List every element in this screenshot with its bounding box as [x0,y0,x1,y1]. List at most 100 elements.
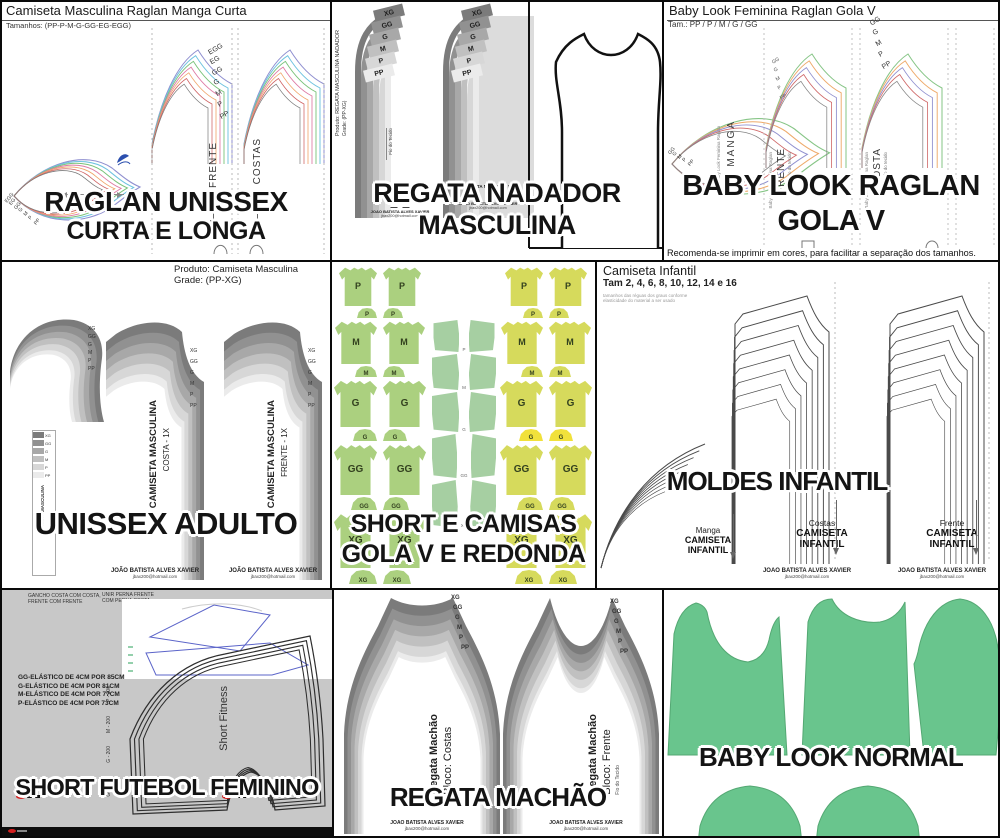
piece-label-costas: Costas CAMISETA INFANTIL [782,518,862,550]
panel-header: Baby Look Feminina Raglan Gola V [669,3,876,18]
panel-header-block: Camiseta Infantil Tam 2, 4, 6, 8, 10, 12… [603,264,737,303]
email: jbax200@hotmail.com [404,826,450,831]
panel-title: REGATA NADADOR [373,178,621,208]
block-label: Bloco: Co [386,189,413,195]
size-label: G [190,370,194,376]
product-info: Produto: REGATA MASCULINA NADADOR Grade:… [335,30,348,136]
sleeve-piece: P [523,308,543,318]
shirt-piece: XG [500,514,543,568]
elastic-spec: G-ELÁSTICO DE 4CM POR 81CM [18,682,120,690]
size-label: P [465,57,473,65]
panel-title: BABY LOOK RAGLAN [682,170,980,202]
sleeve-piece: G [519,429,543,441]
size-label: PP [308,403,315,409]
size-label: XG [308,348,316,354]
sleeve-piece: GG [383,497,409,510]
size-label: G [455,615,460,621]
panel-header: Camiseta Masculina Raglan Manga Curta [6,3,247,18]
author: JOAO BATISTA ALVES XAVIER [370,209,430,214]
size-tick: M - 200 [106,716,112,733]
size-label: XG [88,326,96,332]
size-label: M [45,456,49,462]
size-label: XG [610,599,619,605]
size-label: PP [190,403,197,409]
size-label: P [390,312,395,318]
short-piece [468,354,496,390]
author-block: JOAO BATISTA ALVES XAVIER jbax200@hotmai… [362,820,492,831]
size-label: XG [514,534,529,546]
sleeve-piece: XG [549,570,577,584]
size-label: XG [45,432,51,438]
short-piece [470,480,496,528]
size-label: P [377,57,385,65]
piece-label-manga: Manga CAMISETA INFANTIL [673,526,743,555]
size-label: GG [513,463,530,475]
size-label: M [88,350,93,356]
sleeve-piece: G [383,429,407,441]
shirt-piece: GG [549,445,592,495]
email: jbax200@hotmail.com [381,214,419,218]
shade-swatch [33,472,44,478]
size-label: XG [524,578,534,584]
sleeve-piece: P [357,308,377,318]
sleeve-piece: G [549,429,573,441]
shirt-piece: XG [383,514,426,568]
shirt-piece: XG [549,514,592,568]
sleeve-piece: XG [349,570,377,584]
panel-title: RAGLAN UNISSEX [44,186,288,217]
email: jbax200@hotmail.com [132,574,178,579]
grain-label: Fio do Tecido [388,128,393,155]
size-label: P [354,281,361,291]
shorts-assembly-drawing [128,603,310,676]
size-label: M [616,629,621,635]
email: jbax200@hotmail.com [563,826,609,831]
size-label: M [190,381,195,387]
piece-name: REGATA NADADOR M [376,184,424,189]
size-label: PP [373,68,385,78]
block-info: REGATA NADADOR M Bloco: Co JOAO BATISTA … [370,184,430,218]
size-label: P [459,635,464,641]
fine-print: tamanhos das réguas dos graus conforme [603,293,688,298]
shade-swatch [33,432,44,438]
sleeve-piece: M [549,366,571,377]
author-block: JOÃO BATISTA ALVES XAVIER jbax200@hotmai… [106,568,204,579]
size-label: G [45,448,49,454]
size-label: M [529,371,535,377]
author-block: JOAO BATISTA ALVES XAVIER jbax200@hotmai… [737,568,877,579]
size-label: P [398,281,405,291]
size-label: M [352,337,360,347]
panel-header: Camiseta Infantil [603,264,697,278]
author-block: JOAO BATISTA ALVES XAVIER jbax200@hotmai… [521,820,651,831]
size-label: G [362,435,368,441]
elastic-spec: P-ELÁSTICO DE 4CM POR 73CM [18,699,119,707]
pattern-drawing [671,28,995,249]
grade-label: Grade: (PP-XG) [174,275,242,286]
shade-swatch [33,440,44,446]
shade-swatch [33,456,44,462]
product-label: Produto: Camiseta Masculina [174,264,299,275]
size-label: G [88,342,92,348]
panel-title: GOLA V [777,205,885,237]
panel-title: REGATA MACHÃO [389,782,607,812]
size-label: G [381,32,389,42]
author: JOÃO BATISTA ALVES XAVIER [228,568,318,574]
size-label: GG [190,359,198,365]
neckband-strip: XG GG G M P PP CAMISETA MASCULINA [32,430,56,576]
size-label: M [457,625,462,631]
grain-arrow-icon [833,500,839,555]
size-range-note: Tam.: PP / P / M / G / GG [668,20,758,29]
size-label: XG [348,534,363,546]
email: jbax200@hotmail.com [784,574,830,579]
logo-bar-icon [17,830,27,832]
shirt-piece: P [549,267,587,306]
piece-sublabel: Manga [695,526,721,535]
piece-label-fitness: Short Fitness [218,686,230,751]
logo-red-icon [8,829,16,833]
piece-name: INFANTIL [799,539,845,550]
panel-title: UNISSEX ADULTO [34,506,298,541]
shirt-piece: G [383,380,426,427]
email: jbax200@hotmail.com [250,574,296,579]
panel-regata-nadador: Produto: REGATA MASCULINA NADADOR Grade:… [332,2,662,260]
